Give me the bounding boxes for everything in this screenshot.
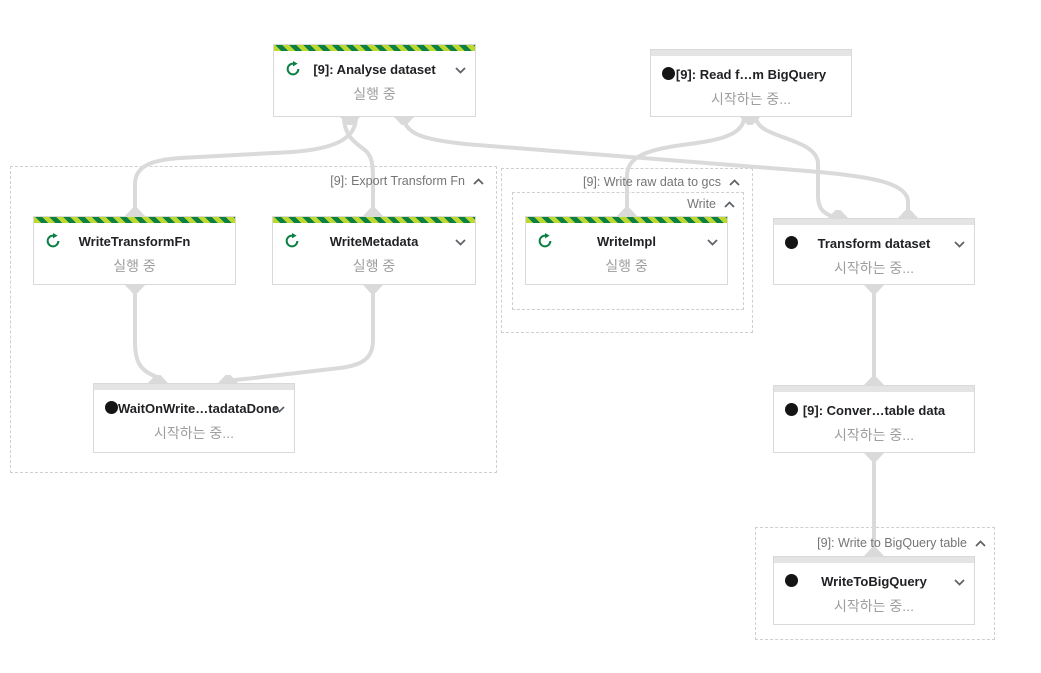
node-title: WriteToBigQuery	[821, 574, 927, 589]
graph-node-write-metadata[interactable]: WriteMetadata 실행 중	[272, 216, 476, 285]
graph-node-wait-on-write-metadata-done[interactable]: WaitOnWrite…tadataDone 시작하는 중...	[93, 383, 295, 453]
graph-node-read-from-bigquery[interactable]: [9]: Read f…m BigQuery 시작하는 중...	[650, 49, 852, 117]
node-title: WriteImpl	[597, 234, 656, 249]
running-icon	[45, 233, 61, 249]
chevron-down-icon[interactable]	[953, 574, 966, 592]
graph-node-write-to-bigquery[interactable]: WriteToBigQuery 시작하는 중...	[773, 556, 975, 625]
node-status-bar	[526, 217, 727, 223]
node-status-bar	[274, 45, 475, 51]
node-status-bar	[774, 219, 974, 225]
node-status-bar	[774, 557, 974, 563]
group-label-text: [9]: Export Transform Fn	[330, 174, 465, 188]
node-status-text: 시작하는 중...	[834, 260, 914, 276]
edge-port	[394, 117, 414, 125]
running-icon	[285, 61, 301, 77]
edge-port	[828, 210, 848, 218]
node-status-text: 실행 중	[605, 258, 648, 274]
chevron-up-icon[interactable]	[472, 177, 485, 186]
node-status-text: 시작하는 중...	[711, 91, 791, 107]
pending-dot-icon	[785, 235, 801, 251]
graph-node-convert-table-data[interactable]: [9]: Conver…table data 시작하는 중...	[773, 385, 975, 453]
edge-port	[898, 210, 918, 218]
edge-read-from-bigquery-to-transform-dataset	[754, 116, 839, 220]
node-title: WriteTransformFn	[78, 234, 191, 249]
edge-port	[340, 117, 360, 125]
chevron-up-icon[interactable]	[974, 539, 987, 548]
graph-node-analyse-dataset[interactable]: [9]: Analyse dataset 실행 중	[273, 44, 476, 117]
edge-port	[864, 377, 884, 385]
graph-node-write-transform-fn[interactable]: WriteTransformFn 실행 중	[33, 216, 236, 285]
pending-dot-icon	[785, 402, 801, 418]
node-status-text: 시작하는 중...	[154, 425, 234, 441]
chevron-down-icon[interactable]	[454, 234, 467, 252]
node-status-text: 실행 중	[113, 258, 156, 274]
edge-port	[864, 453, 884, 461]
pending-dot-icon	[662, 66, 678, 82]
chevron-down-icon[interactable]	[454, 62, 467, 80]
group-label-write-raw-data-to-gcs[interactable]: [9]: Write raw data to gcs	[583, 175, 741, 189]
node-title: WriteMetadata	[329, 234, 419, 249]
node-title: [9]: Conver…table data	[802, 403, 946, 418]
node-status-text: 실행 중	[352, 258, 396, 274]
pending-dot-icon	[105, 400, 121, 416]
node-status-text: 시작하는 중...	[834, 427, 914, 443]
node-title: [9]: Analyse dataset	[313, 62, 436, 77]
node-status-text: 실행 중	[353, 86, 396, 102]
node-title: WaitOnWrite…tadataDone	[118, 401, 280, 416]
running-icon	[284, 233, 300, 249]
node-status-bar	[34, 217, 235, 223]
node-title: Transform dataset	[817, 236, 931, 251]
edge-port	[864, 285, 884, 293]
edge-port	[740, 117, 760, 125]
group-label-write-to-bigquery-table[interactable]: [9]: Write to BigQuery table	[817, 536, 987, 550]
group-label-export-transform-fn[interactable]: [9]: Export Transform Fn	[330, 174, 485, 188]
chevron-down-icon[interactable]	[273, 401, 286, 419]
running-icon	[537, 233, 553, 249]
group-label-write[interactable]: Write	[687, 197, 736, 211]
group-label-text: Write	[687, 197, 716, 211]
graph-node-transform-dataset[interactable]: Transform dataset 시작하는 중...	[773, 218, 975, 285]
chevron-up-icon[interactable]	[723, 200, 736, 209]
node-status-bar	[651, 50, 851, 56]
node-status-bar	[774, 386, 974, 392]
chevron-down-icon[interactable]	[706, 234, 719, 252]
node-status-bar	[94, 384, 294, 390]
chevron-up-icon[interactable]	[728, 178, 741, 187]
group-label-text: [9]: Write raw data to gcs	[582, 175, 721, 189]
pending-dot-icon	[785, 573, 801, 589]
graph-node-write-impl[interactable]: WriteImpl 실행 중	[525, 216, 728, 285]
chevron-down-icon[interactable]	[953, 236, 966, 254]
node-status-text: 시작하는 중...	[834, 598, 914, 614]
node-title: [9]: Read f…m BigQuery	[675, 67, 827, 82]
group-label-text: [9]: Write to BigQuery table	[817, 536, 967, 550]
node-status-bar	[273, 217, 475, 223]
